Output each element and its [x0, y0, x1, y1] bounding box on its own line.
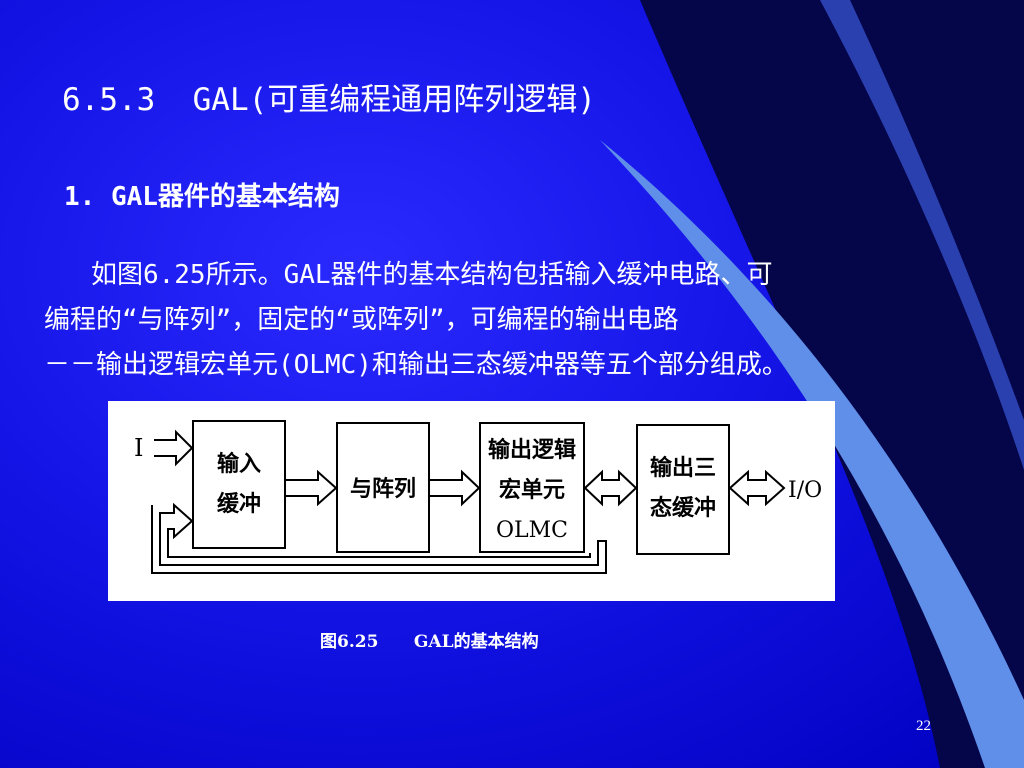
olmc-line-3: OLMC	[496, 518, 568, 543]
tristate-buffer-box	[636, 424, 730, 555]
paragraph-line-1: 如图6.25所示。GAL器件的基本结构包括输入缓冲电路、可	[44, 260, 773, 290]
light-diagonal-stripe	[600, 140, 1024, 768]
gal-block-diagram: I I/O 输入 缓冲 与阵列 输出逻辑 宏单元 OLMC 输出三 态缓冲	[134, 420, 822, 574]
slide-title: 6.5.3 GAL(可重编程通用阵列逻辑)	[62, 82, 596, 118]
arrow-olmc-tristate	[583, 469, 638, 507]
input-arrow	[154, 429, 194, 467]
and-array-box	[336, 422, 430, 553]
input-buffer-line-1: 输入	[217, 451, 261, 477]
feedback-loop-olmc	[159, 502, 599, 566]
section-heading: 1. GAL器件的基本结构	[64, 182, 340, 212]
page-number: 22	[916, 718, 931, 734]
arrow-and-to-olmc	[430, 469, 481, 507]
tristate-line-1: 输出三	[650, 455, 716, 481]
arrow-buffer-to-and	[286, 469, 338, 507]
paragraph-line-3: －－输出逻辑宏单元(OLMC)和输出三态缓冲器等五个部分组成。	[44, 350, 788, 380]
output-label: I/O	[788, 478, 822, 503]
input-buffer-box	[192, 420, 286, 549]
paragraph-line-2: 编程的“与阵列”，固定的“或阵列”，可编程的输出电路	[44, 305, 679, 335]
tristate-line-2: 态缓冲	[650, 495, 716, 521]
input-label: I	[134, 434, 143, 462]
olmc-line-2: 宏单元	[499, 477, 565, 503]
gal-structure-figure: I I/O 输入 缓冲 与阵列 输出逻辑 宏单元 OLMC 输出三 态缓冲	[108, 401, 835, 601]
olmc-box	[479, 422, 585, 553]
and-array-label: 与阵列	[350, 476, 416, 502]
input-buffer-line-2: 缓冲	[217, 491, 261, 517]
feedback-loop-io	[151, 505, 607, 574]
olmc-line-1: 输出逻辑	[488, 437, 576, 463]
body-paragraph: 如图6.25所示。GAL器件的基本结构包括输入缓冲电路、可 编程的“与阵列”，固…	[44, 253, 1004, 388]
arrow-tristate-io	[728, 469, 786, 507]
figure-caption: 图6.25 GAL的基本结构	[320, 632, 539, 652]
